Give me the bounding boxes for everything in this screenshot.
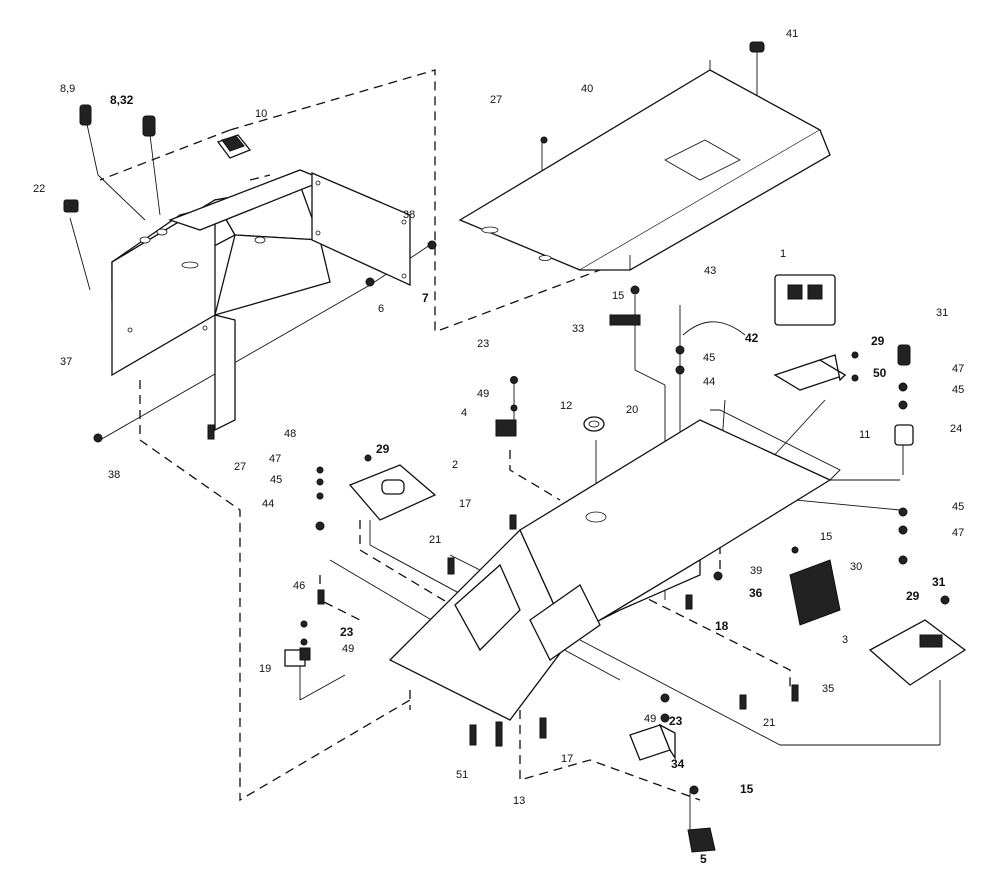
part-11-bracket: [773, 354, 847, 391]
part-41-cap: [749, 41, 765, 53]
callout-label: 24: [950, 423, 962, 435]
callout-label: 49: [342, 643, 354, 655]
callout-label: 31: [932, 575, 946, 589]
callout-label: 47: [952, 527, 964, 539]
callout-label: 17: [561, 753, 573, 765]
callout-label: 45: [952, 384, 964, 396]
base-plate: [388, 409, 841, 721]
callout-label: 23: [340, 625, 354, 639]
part-24-nut: [894, 424, 914, 446]
callout-label: 38: [108, 469, 120, 481]
part-34-transformer: [629, 723, 676, 761]
part-2-assembly: [348, 464, 437, 521]
callout-label: 49: [477, 388, 489, 400]
callout-label: 18: [715, 619, 729, 633]
callout-label: 11: [859, 429, 870, 441]
callout-label: 20: [626, 404, 638, 416]
part-22-switch: [63, 199, 79, 213]
part-33-terminal: [609, 314, 641, 326]
callout-label: 17: [459, 498, 471, 510]
callout-label: 34: [671, 757, 685, 771]
callout-label: 47: [952, 363, 964, 375]
callout-label: 8,9: [60, 83, 75, 95]
callout-label: 23: [477, 338, 489, 350]
callout-label: 23: [669, 714, 683, 728]
callout-label: 44: [262, 498, 274, 510]
callout-label: 27: [490, 94, 502, 106]
top-cover-panel: [458, 60, 831, 271]
callout-label: 1: [780, 248, 786, 260]
callout-label: 48: [284, 428, 296, 440]
part-5-block: [687, 827, 716, 853]
callout-label: 4: [461, 407, 467, 419]
callout-label: 42: [745, 331, 759, 345]
part-30-module: [789, 559, 841, 626]
callout-label: 31: [936, 307, 948, 319]
callout-label: 43: [704, 265, 716, 277]
callout-label: 29: [906, 589, 920, 603]
callout-label: 44: [703, 376, 715, 388]
callout-label: 51: [456, 769, 468, 781]
callout-label: 39: [750, 565, 762, 577]
part-4-block: [495, 419, 517, 437]
callout-label: 29: [871, 334, 885, 348]
part-19-bracket: [284, 647, 311, 667]
part-1-breaker: [774, 274, 836, 326]
callout-label: 37: [60, 356, 72, 368]
callout-label: 47: [269, 453, 281, 465]
callout-label: 45: [270, 474, 282, 486]
part-31-bolt: [897, 344, 911, 366]
part-8-9: [79, 104, 92, 126]
callout-label: 21: [763, 717, 775, 729]
callout-label: 45: [952, 501, 964, 513]
callout-label: 22: [33, 183, 45, 195]
callout-label: 27: [234, 461, 246, 473]
callout-label: 49: [644, 713, 656, 725]
callout-label: 38: [403, 209, 415, 221]
callout-label: 12: [560, 400, 572, 412]
callout-labels: 8,9 8,32 10 22 38 7 6 37 38 27 27 40 41 …: [33, 28, 964, 866]
callout-label: 41: [786, 28, 798, 40]
part-10-switch: [216, 134, 252, 159]
callout-label: 10: [255, 108, 267, 120]
callout-label: 40: [581, 83, 593, 95]
part-8-32: [142, 115, 156, 137]
callout-label: 19: [259, 663, 271, 675]
part-3-assembly: [868, 619, 967, 686]
callout-label: 8,32: [110, 93, 134, 107]
callout-label: 15: [820, 531, 832, 543]
callout-label: 2: [452, 459, 458, 471]
part-12-grommet: [583, 416, 605, 432]
callout-label: 15: [612, 290, 624, 302]
callout-label: 5: [700, 852, 707, 866]
left-housing-box: [111, 169, 331, 432]
callout-label: 6: [378, 303, 384, 315]
callout-label: 21: [429, 534, 441, 546]
callout-label: 35: [822, 683, 834, 695]
callout-label: 29: [376, 442, 390, 456]
callout-label: 13: [513, 795, 525, 807]
callout-label: 7: [422, 291, 429, 305]
callout-label: 33: [572, 323, 584, 335]
callout-label: 15: [740, 782, 754, 796]
fasteners: [93, 136, 950, 795]
callout-label: 30: [850, 561, 862, 573]
callout-label: 50: [873, 366, 887, 380]
callout-label: 36: [749, 586, 763, 600]
callout-label: 3: [842, 634, 848, 646]
callout-label: 46: [293, 580, 305, 592]
panel-plate: [311, 172, 411, 287]
callout-label: 45: [703, 352, 715, 364]
